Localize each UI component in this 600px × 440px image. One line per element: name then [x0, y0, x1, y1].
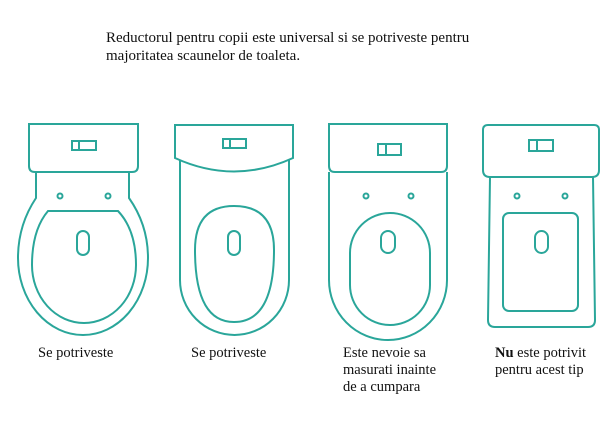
toilet-square-icon [482, 124, 600, 328]
intro-line-1: Reductorul pentru copii este universal s… [106, 30, 470, 46]
toilet-round-icon [16, 123, 150, 336]
toilet-4-label: Nu este potrivit pentru acest tip [495, 345, 595, 379]
toilet-2-label: Se potriveste [191, 345, 267, 361]
toilet-4-label-bold: Nu [495, 345, 514, 361]
toilet-oval-icon [328, 123, 448, 341]
toilet-3-label: Este nevoie sa masurati inainte de a cum… [343, 345, 437, 395]
intro-text: Reductorul pentru copii este universal s… [106, 29, 566, 65]
intro-line-2: majoritatea scaunelor de toaleta. [106, 48, 301, 64]
toilet-1-label: Se potriveste [38, 345, 114, 361]
toilet-elongated-icon [174, 124, 294, 336]
toilet-4-label-text: este potrivit pentru acest tip [495, 345, 587, 378]
